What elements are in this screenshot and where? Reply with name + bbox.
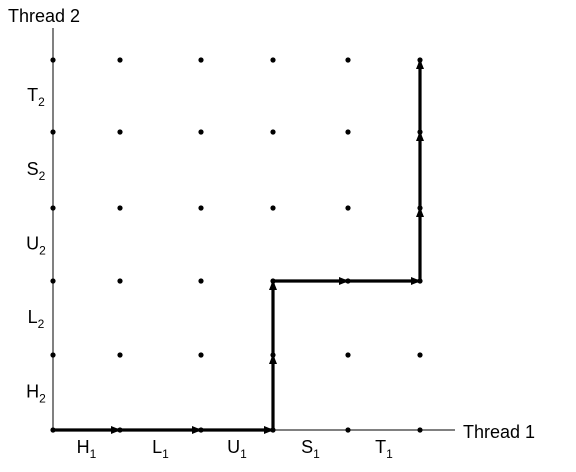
grid-point (198, 57, 204, 63)
thread1-segment-label: L1 (152, 437, 169, 461)
thread1-segment-label: H1 (77, 437, 97, 461)
grid-point (345, 57, 351, 63)
thread1-labels: H1 L1 U1 S1 T1 (77, 437, 394, 461)
grid-point (198, 352, 204, 358)
grid-point (117, 129, 123, 135)
trajectory-path (53, 59, 424, 434)
grid-point (345, 427, 351, 433)
grid-point (117, 278, 123, 284)
grid-point (117, 57, 123, 63)
grid-point (50, 129, 56, 135)
grid-point (417, 352, 423, 358)
thread2-segment-label: L2 (28, 307, 45, 331)
thread1-segment-label: U1 (227, 437, 247, 461)
grid-point (50, 278, 56, 284)
grid-point (270, 205, 276, 211)
grid-point (50, 57, 56, 63)
thread1-segment-label: T1 (375, 437, 393, 461)
x-axis-title: Thread 1 (463, 422, 535, 442)
grid-point (198, 129, 204, 135)
grid-point (198, 278, 204, 284)
thread2-segment-label: H2 (26, 382, 46, 406)
thread2-labels: H2 L2 U2 S2 T2 (26, 85, 46, 406)
y-axis-title: Thread 2 (8, 6, 80, 26)
grid-point (345, 205, 351, 211)
grid-point (345, 352, 351, 358)
grid-point (117, 205, 123, 211)
thread2-segment-label: U2 (26, 234, 46, 258)
grid-point (345, 129, 351, 135)
grid-point (50, 205, 56, 211)
grid-points (50, 57, 423, 433)
grid-point (198, 205, 204, 211)
thread2-segment-label: T2 (27, 85, 45, 109)
grid-point (270, 129, 276, 135)
grid-point (270, 57, 276, 63)
grid-point (50, 352, 56, 358)
grid-point (417, 427, 423, 433)
thread2-segment-label: S2 (27, 159, 46, 183)
grid-point (117, 352, 123, 358)
thread1-segment-label: S1 (301, 437, 320, 461)
